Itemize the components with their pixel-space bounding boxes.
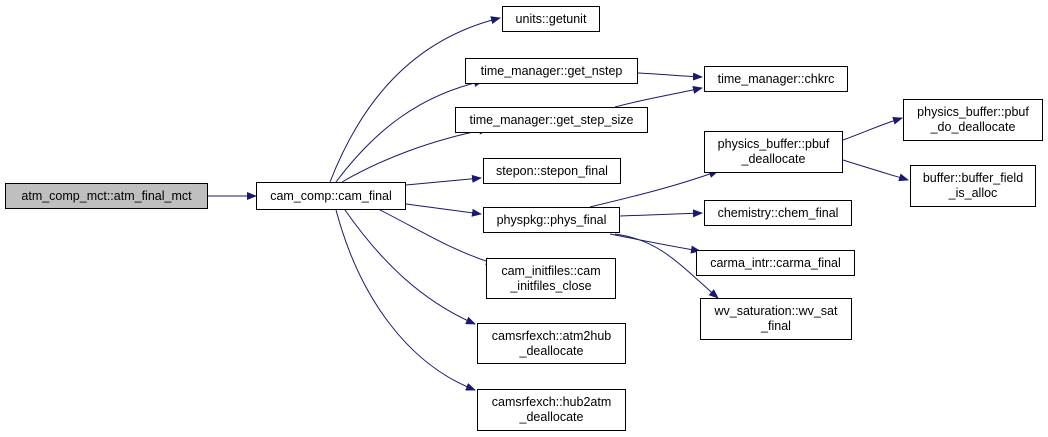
node-chem-final[interactable]: chemistry::chem_final: [704, 200, 852, 226]
node-getunit[interactable]: units::getunit: [502, 6, 600, 32]
node-initfiles-close[interactable]: cam_initfiles::cam _initfiles_close: [486, 258, 616, 299]
node-pbuf-do-deallocate[interactable]: physics_buffer::pbuf _do_deallocate: [903, 99, 1043, 141]
node-buffer-field-is-alloc[interactable]: buffer::buffer_field _is_alloc: [910, 165, 1036, 207]
node-get-step-size[interactable]: time_manager::get_step_size: [455, 107, 648, 133]
edge-cam-final-atm2hub: [344, 209, 476, 325]
edge-cam-final-initfiles: [379, 209, 496, 266]
node-phys-final[interactable]: physpkg::phys_final: [483, 207, 620, 233]
node-atm2hub-deallocate[interactable]: camsrfexch::atm2hub _deallocate: [477, 323, 626, 364]
edge-phys-final-wv-sat: [614, 233, 719, 299]
edge-cam-final-phys-final: [405, 203, 482, 217]
edge-cam-final-hub2atm: [335, 209, 476, 391]
edge-cam-final-stepon: [405, 174, 482, 186]
edge-phys-final-pbuf: [589, 170, 719, 208]
node-stepon-final[interactable]: stepon::stepon_final: [483, 158, 621, 184]
node-hub2atm-deallocate[interactable]: camsrfexch::hub2atm _deallocate: [477, 389, 626, 431]
edge-cam-final-get-nstep: [335, 79, 484, 183]
node-pbuf-deallocate[interactable]: physics_buffer::pbuf _deallocate: [704, 131, 843, 173]
edge-cam-final-get-step-size: [341, 126, 489, 183]
node-get-nstep[interactable]: time_manager::get_nstep: [465, 58, 638, 84]
edge-phys-final-chem: [619, 209, 703, 218]
node-atm-final-mct: atm_comp_mct::atm_final_mct: [5, 183, 208, 209]
edge-pbuf-do-deallocate: [842, 116, 903, 141]
edge-cam-final-getunit: [329, 16, 501, 183]
node-carma-final[interactable]: carma_intr::carma_final: [696, 250, 855, 276]
edge-get-nstep-chkrc: [637, 72, 703, 81]
edge-pbuf-buffer-field: [842, 159, 909, 182]
node-wv-sat-final[interactable]: wv_saturation::wv_sat _final: [700, 298, 852, 340]
node-chkrc[interactable]: time_manager::chkrc: [704, 66, 848, 92]
edge-phys-final-carma: [609, 233, 701, 254]
node-cam-final[interactable]: cam_comp::cam_final: [256, 182, 406, 210]
edge-get-step-size-chkrc: [614, 86, 703, 108]
